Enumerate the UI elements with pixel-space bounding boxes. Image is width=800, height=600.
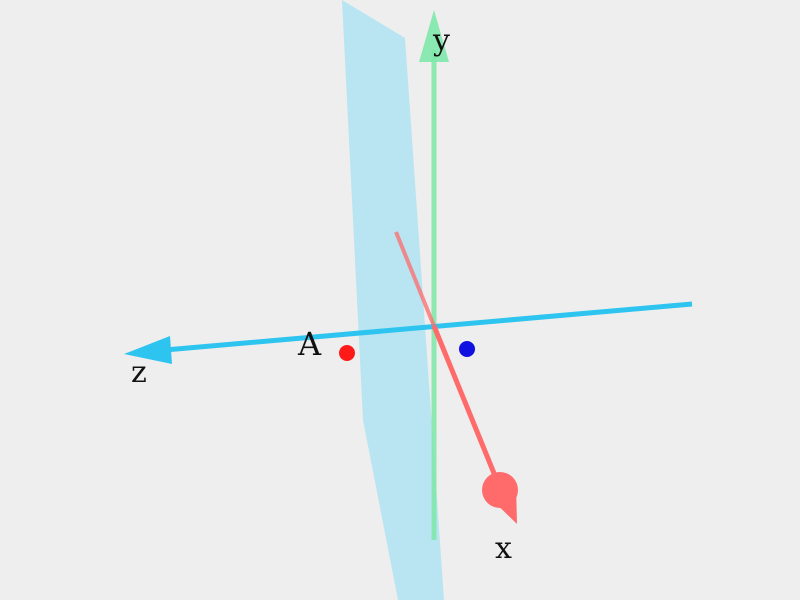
z-axis-label: z bbox=[131, 355, 147, 390]
point-b bbox=[459, 341, 475, 357]
y-axis-arrowhead bbox=[419, 10, 449, 62]
x-axis-line bbox=[431, 325, 503, 489]
plane bbox=[342, 0, 444, 600]
x-axis-arrowhead bbox=[482, 472, 518, 524]
point-a-label: A bbox=[297, 325, 322, 363]
y-axis-label: y bbox=[432, 23, 450, 58]
z-axis-line bbox=[164, 301, 693, 353]
point-a bbox=[339, 345, 355, 361]
x-axis-line-back bbox=[394, 231, 436, 327]
x-axis-label: x bbox=[495, 531, 512, 566]
z-axis-arrowhead bbox=[124, 336, 172, 364]
